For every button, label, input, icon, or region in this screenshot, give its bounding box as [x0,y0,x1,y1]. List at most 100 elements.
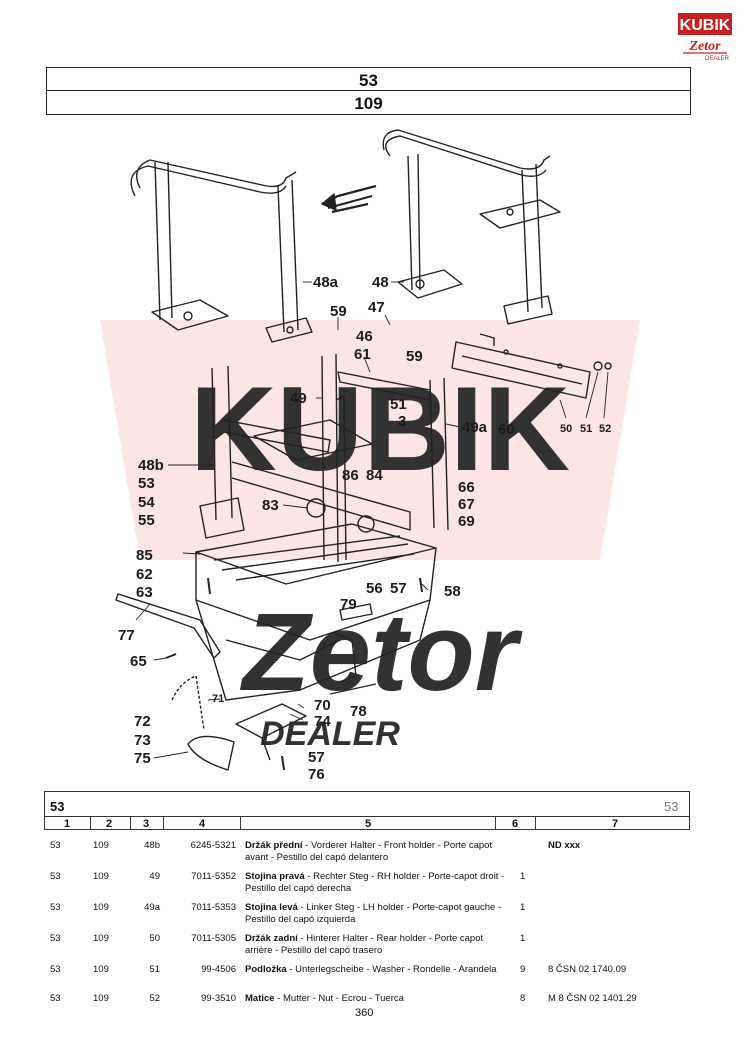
callout-86: 86 [342,467,359,484]
callout-76: 76 [308,766,325,783]
callout-48a: 48a [313,274,339,291]
mudguard-75-drawing [187,735,235,771]
cell-part-number: 7011-5352 [191,871,236,882]
callout-46: 46 [356,328,373,345]
group-code-left: 53 [50,799,65,814]
callout-62: 62 [136,566,153,583]
cab-base-drawing [195,498,437,701]
callout-73: 73 [134,732,151,749]
part-name: Stojina pravá [245,871,305,882]
cell-subgroup: 109 [93,933,109,944]
cell-group: 53 [50,933,61,944]
watermark-dealer: DEALER [260,715,400,753]
group-number: 53 [359,71,378,90]
callout-78: 78 [350,703,367,720]
cell-group: 53 [50,964,61,975]
part-name: Matice [245,993,275,1004]
logo-brand-bottom: Zetor [688,39,721,54]
cell-part-number: 7011-5305 [191,933,236,944]
column-divider [535,816,536,830]
callout-66: 66 [458,479,475,496]
cell-note: M 8 ČSN 02 1401.29 [548,993,637,1004]
part-translations: - Rechter Steg - RH holder - Porte-capot… [245,871,505,894]
rear-holder-50-drawing [451,333,612,399]
column-divider [130,816,131,830]
callout-58: 58 [444,583,461,600]
column-header-2: 2 [106,818,113,830]
callout-85: 85 [136,547,153,564]
cell-position: 51 [149,964,160,975]
column-divider [240,816,241,830]
cell-part-number: 99-3510 [201,993,236,1004]
callout-50: 50 [560,423,572,435]
callout-52: 52 [599,423,611,435]
callout-56: 56 [366,580,383,597]
cell-quantity: 9 [520,964,526,975]
cell-quantity: 1 [520,902,526,913]
cell-description: Držák zadní - Hinterer Halter - Rear hol… [245,933,510,956]
callout-49: 49 [290,390,307,407]
exploded-parts-diagram: KUBIK Zetor DEALER [100,129,640,783]
front-holder-48-drawing [382,129,561,325]
cell-part-number: 7011-5353 [191,902,236,913]
cell-description: Matice - Mutter - Nut - Ecrou - Tuerca [245,993,510,1005]
column-divider [495,816,496,830]
parts-table-header [44,791,690,830]
callout-3: 3 [398,413,406,430]
cell-part-number: 6245-5321 [190,840,236,851]
page-number: 360 [355,1007,374,1019]
callout-84: 84 [366,467,383,484]
callout-65: 65 [130,653,147,670]
callout-57: 57 [390,580,407,597]
cell-description: Podložka - Unterlegscheibe - Washer - Ro… [245,964,510,976]
callout-72: 72 [134,713,151,730]
callout-70: 70 [314,697,331,714]
column-header-line [44,816,690,817]
cell-note: ND xxx [548,840,581,851]
part-translations: - Mutter - Nut - Ecrou - Tuerca [274,993,404,1004]
column-header-7: 7 [612,818,619,830]
cell-description: Stojina pravá - Rechter Steg - RH holder… [245,871,510,894]
cell-subgroup: 109 [93,871,109,882]
part-name: Držák přední [245,840,303,851]
part-name: Stojina levá [245,902,298,913]
leader-lines [135,281,609,759]
watermark-brand: KUBIK [190,362,570,496]
part-name: Držák zadní [245,933,298,944]
cell-quantity: 1 [520,871,526,882]
logo-brand-sub: DEALER [705,56,730,62]
cell-position: 49a [144,902,160,913]
callout-79: 79 [340,596,357,613]
callout-77: 77 [118,627,135,644]
cell-quantity: 8 [520,993,526,1004]
column-divider [90,816,91,830]
cell-subgroup: 109 [93,840,109,851]
cell-description: Držák přední - Vorderer Halter - Front h… [245,840,510,863]
callout-83: 83 [262,497,279,514]
callout-49a: 49a [462,419,488,436]
bracket-74-drawing [235,703,307,761]
callout-57b: 57 [308,749,325,766]
cell-subgroup: 109 [93,964,109,975]
callout-54: 54 [138,494,155,511]
cell-subgroup: 109 [93,902,109,913]
watermark-zetor: Zetor [240,591,523,714]
front-holder-48a-drawing [130,159,313,343]
cell-subgroup: 109 [93,993,109,1004]
cell-group: 53 [50,993,61,1004]
callout-48: 48 [372,274,389,291]
stanchions-drawing [199,353,449,563]
callout-74: 74 [314,713,331,730]
callout-69: 69 [458,513,475,530]
column-header-3: 3 [143,818,150,830]
callout-61: 61 [354,346,371,363]
callout-55: 55 [138,512,155,529]
cell-note: 8 ČSN 02 1740.09 [548,964,627,975]
chain-71-drawing [171,675,205,731]
part-translations: - Unterlegscheibe - Washer - Rondelle - … [286,964,497,975]
part-translations: - Vorderer Halter - Front holder - Porte… [245,840,493,863]
column-divider [163,816,164,830]
callout-63: 63 [136,584,153,601]
cell-part-number: 99-4506 [201,964,236,975]
callout-71: 71 [212,693,224,705]
